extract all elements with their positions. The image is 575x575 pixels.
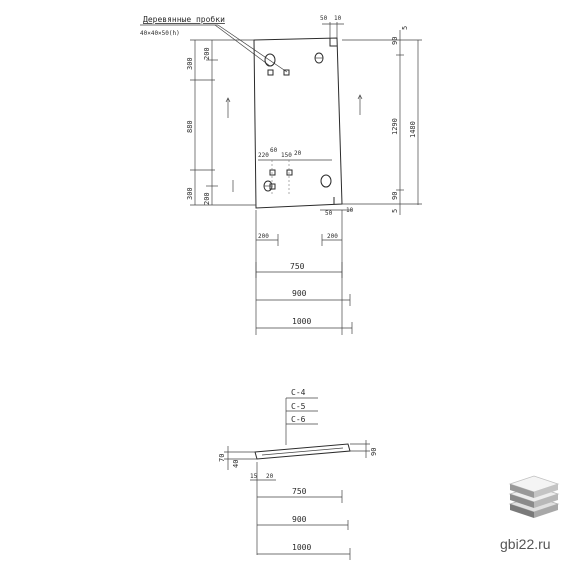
dim-section-90: 90 bbox=[370, 448, 378, 456]
dim-edge-200-right: 200 bbox=[327, 233, 338, 240]
dim-width-1000: 1000 bbox=[292, 317, 311, 326]
annotation-title: Деревянные пробки bbox=[143, 14, 225, 24]
dim-top-50: 50 bbox=[320, 15, 328, 22]
wood-plug-4 bbox=[286, 169, 293, 176]
stacked-slabs-logo-icon bbox=[508, 475, 560, 518]
lift-hole-bottom-right bbox=[320, 174, 332, 188]
dim-right-90-bottom: 90 bbox=[391, 192, 399, 200]
dim-left-200-top: 200 bbox=[203, 47, 211, 60]
lift-hole-top-left bbox=[264, 53, 276, 67]
dim-section-40: 40 bbox=[232, 460, 240, 468]
dim-width-900: 900 bbox=[292, 289, 307, 298]
dim-section-70: 70 bbox=[218, 454, 226, 462]
dim-section-15: 15 bbox=[250, 473, 258, 480]
dim-right-1480: 1480 bbox=[409, 121, 417, 138]
watermark-site: gbi22.ru bbox=[500, 536, 551, 552]
dim-width-750: 750 bbox=[290, 262, 305, 271]
leader-line-1 bbox=[214, 24, 271, 67]
front-view: Деревянные пробки 40×40×50(h) 22 bbox=[140, 14, 422, 335]
wood-plug-2 bbox=[283, 69, 290, 76]
dim-holes-150: 150 bbox=[281, 152, 292, 159]
mark-c6: С-6 bbox=[291, 415, 306, 424]
dim-right-5-bottom: 5 bbox=[391, 209, 399, 213]
dim-right-90-top: 90 bbox=[391, 37, 399, 45]
dim-bottom-10: 10 bbox=[346, 207, 354, 214]
section-dim-width-900: 900 bbox=[292, 515, 307, 524]
panel-top-notch bbox=[329, 38, 337, 47]
leader-line-2 bbox=[217, 24, 288, 73]
dim-right-5-top: 5 bbox=[401, 26, 409, 30]
slab-section-inner bbox=[261, 447, 344, 456]
dim-holes-60: 60 bbox=[270, 147, 278, 154]
mark-c4: С-4 bbox=[291, 388, 306, 397]
dim-edge-200-left: 200 bbox=[258, 233, 269, 240]
section-dim-width-750: 750 bbox=[292, 487, 307, 496]
dim-holes-20: 20 bbox=[294, 150, 302, 157]
wood-plug-3 bbox=[269, 169, 276, 176]
dim-left-880: 880 bbox=[186, 120, 194, 133]
dim-left-300-top: 300 bbox=[186, 57, 194, 70]
dim-section-20: 20 bbox=[266, 473, 274, 480]
dim-holes-220: 220 bbox=[258, 152, 269, 159]
dim-right-1290: 1290 bbox=[391, 118, 399, 135]
wood-plug-5 bbox=[269, 183, 276, 190]
section-dim-width-1000: 1000 bbox=[292, 543, 311, 552]
dim-left-300-bottom: 300 bbox=[186, 187, 194, 200]
wood-plug-1 bbox=[267, 69, 274, 76]
annotation-size: 40×40×50(h) bbox=[140, 30, 180, 37]
dim-bottom-50: 50 bbox=[325, 210, 333, 217]
dim-top-10: 10 bbox=[334, 15, 342, 22]
mark-c5: С-5 bbox=[291, 402, 306, 411]
dim-left-200-bottom: 200 bbox=[203, 192, 211, 205]
section-view: С-4 С-5 С-6 70 40 90 15 20 750 900 1000 bbox=[218, 388, 378, 560]
